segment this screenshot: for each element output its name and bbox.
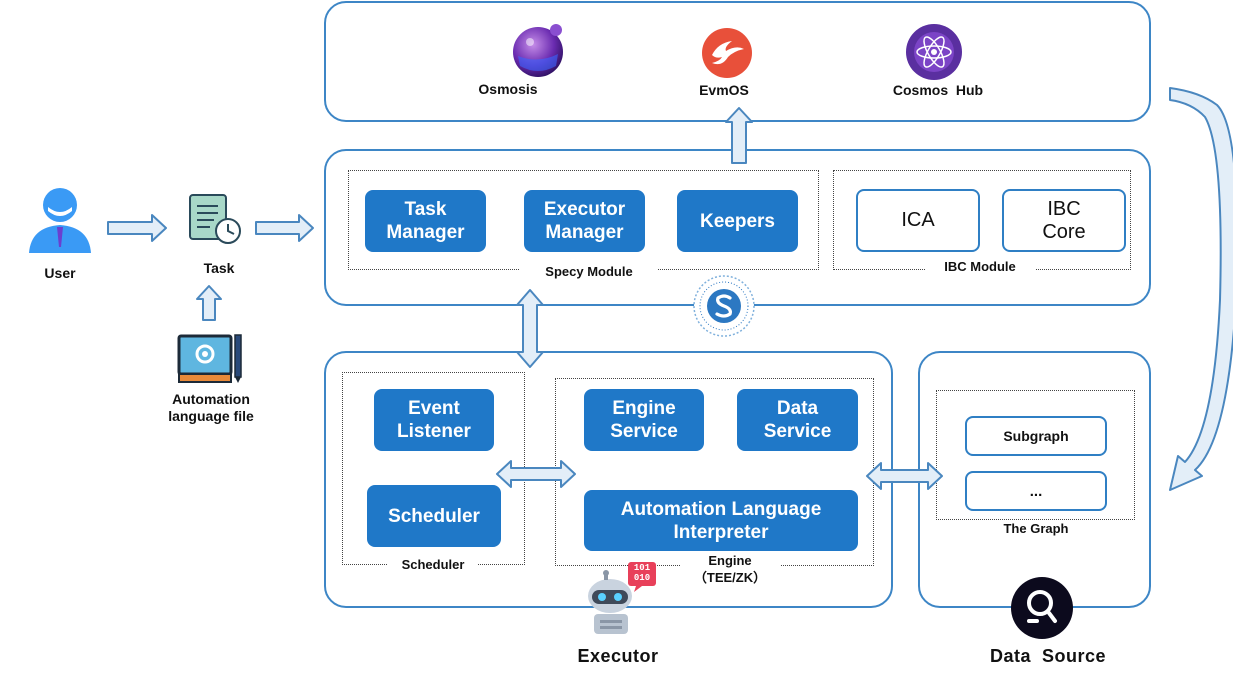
executor-manager-box: Executor Manager	[524, 190, 645, 252]
subgraph-box: Subgraph	[965, 416, 1107, 456]
osmosis-icon	[513, 24, 563, 77]
executor-title: Executor	[577, 646, 659, 666]
osmosis-label: Osmosis	[478, 81, 538, 97]
evmos-label: EvmOS	[699, 82, 749, 98]
user-label: User	[44, 265, 76, 281]
arrow-task-to-specy	[255, 214, 314, 242]
specy-module-label: Specy Module	[520, 263, 658, 280]
automation-file-label: Automation language file	[168, 391, 254, 424]
arrow-specy-to-chains	[725, 107, 753, 164]
arrow-scheduler-engine	[496, 460, 576, 488]
arrow-executor-datasource	[866, 462, 943, 490]
scheduler-label: Scheduler	[388, 556, 478, 573]
keepers-box: Keepers	[677, 190, 798, 252]
more-subgraphs-box: ...	[965, 471, 1107, 511]
interpreter-box: Automation Language Interpreter	[584, 490, 858, 551]
arrow-specy-executor	[516, 289, 544, 368]
executor-robot-icon	[588, 562, 656, 634]
data-source-title: Data Source	[989, 646, 1107, 666]
scheduler-box: Scheduler	[367, 485, 501, 547]
task-manager-box: Task Manager	[365, 190, 486, 252]
ica-box: ICA	[856, 189, 980, 252]
binary-badge: 101 010	[633, 563, 651, 583]
the-graph-frame	[936, 390, 1135, 520]
the-graph-icon	[1011, 577, 1073, 639]
engine-label: Engine （TEE/ZK）	[680, 552, 780, 586]
arrow-user-to-task	[107, 214, 167, 242]
cosmos-hub-label: Cosmos Hub	[892, 82, 984, 98]
data-service-box: Data Service	[737, 389, 858, 451]
arrow-chains-to-datasource	[1169, 87, 1233, 491]
evmos-icon	[702, 28, 752, 78]
event-listener-box: Event Listener	[374, 389, 494, 451]
the-graph-label: The Graph	[992, 520, 1080, 537]
ibc-module-label: IBC Module	[925, 258, 1035, 275]
task-document-icon	[189, 194, 241, 244]
specy-logo-icon	[693, 275, 755, 337]
ibc-core-box: IBC Core	[1002, 189, 1126, 252]
engine-service-box: Engine Service	[584, 389, 704, 451]
arrow-file-to-task	[196, 285, 222, 321]
task-label: Task	[203, 260, 235, 276]
cosmos-hub-icon	[906, 24, 962, 80]
automation-file-icon	[177, 334, 242, 383]
user-icon	[29, 188, 91, 253]
